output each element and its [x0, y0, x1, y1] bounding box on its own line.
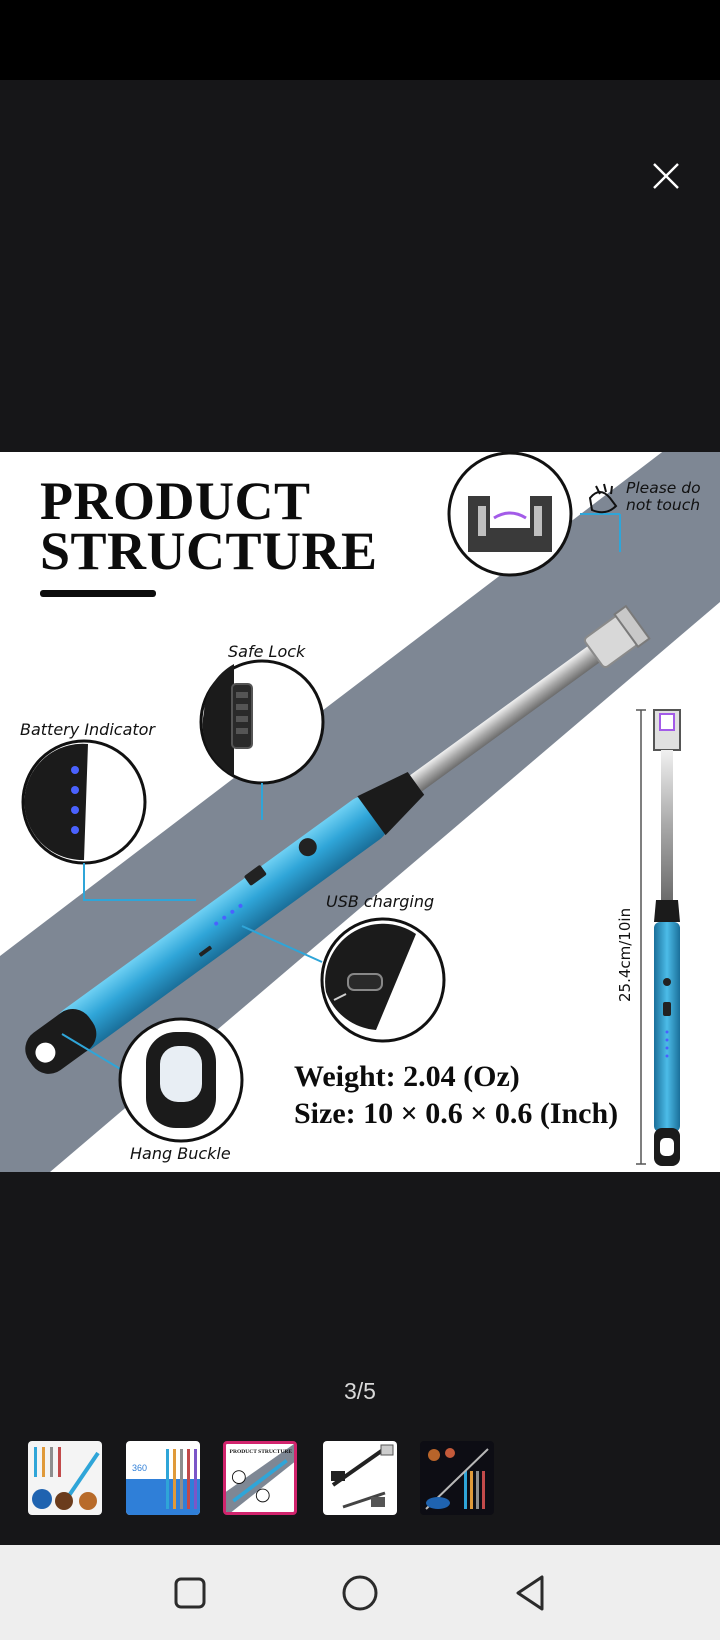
thumbnail-2-image: 360	[126, 1441, 200, 1515]
thumbnail-5[interactable]	[420, 1441, 494, 1515]
close-icon	[653, 163, 679, 189]
close-button[interactable]	[646, 156, 686, 196]
product-illustration	[0, 452, 720, 1172]
size-spec: Size: 10 × 0.6 × 0.6 (Inch)	[294, 1097, 619, 1130]
home-button[interactable]	[334, 1567, 386, 1619]
thumbnail-2-caption: 360	[132, 1463, 147, 1473]
spark-head-icon	[468, 496, 552, 552]
lighter-illustration	[25, 604, 651, 1074]
triangle-back-icon	[516, 1575, 544, 1611]
page-counter: 3/5	[344, 1378, 376, 1404]
hand-warning-icon	[588, 483, 618, 514]
length-dimension: 25.4cm/10in	[616, 907, 634, 1002]
title-underline	[40, 590, 156, 597]
warning-label: Please do not touch	[626, 480, 701, 514]
title-line-1: PRODUCT	[40, 471, 311, 531]
thumbnail-3-caption: PRODUCT STRUCTURE	[230, 1449, 293, 1455]
warning-line-2: not touch	[626, 496, 701, 514]
thumbnail-3[interactable]: PRODUCT STRUCTURE	[223, 1441, 297, 1515]
battery-indicator-label: Battery Indicator	[20, 720, 156, 739]
title-line-2: STRUCTURE	[40, 521, 378, 581]
warning-line-1: Please do	[626, 479, 701, 497]
hang-buckle-label: Hang Buckle	[130, 1144, 231, 1163]
thumbnail-4-image	[323, 1441, 397, 1515]
square-icon	[174, 1577, 206, 1609]
navigation-bar	[0, 1545, 720, 1640]
usb-charging-label: USB charging	[326, 892, 435, 911]
thumbnail-4[interactable]	[323, 1441, 397, 1515]
vertical-lighter	[636, 709, 681, 1166]
product-structure-title: PRODUCT STRUCTURE	[40, 471, 378, 581]
product-image[interactable]: PRODUCT STRUCTURE Please do not touch Sa…	[0, 452, 720, 1172]
thumbnail-1-image	[28, 1441, 102, 1515]
status-bar	[0, 0, 720, 80]
safe-lock-label: Safe Lock	[228, 642, 306, 661]
recents-button[interactable]	[164, 1567, 216, 1619]
back-button[interactable]	[506, 1567, 558, 1619]
circle-icon	[342, 1575, 378, 1611]
thumbnail-3-image: PRODUCT STRUCTURE	[226, 1444, 294, 1512]
weight-spec: Weight: 2.04 (Oz)	[294, 1060, 520, 1093]
thumbnail-1[interactable]	[28, 1441, 102, 1515]
thumbnail-2[interactable]: 360	[126, 1441, 200, 1515]
thumbnail-5-image	[420, 1441, 494, 1515]
